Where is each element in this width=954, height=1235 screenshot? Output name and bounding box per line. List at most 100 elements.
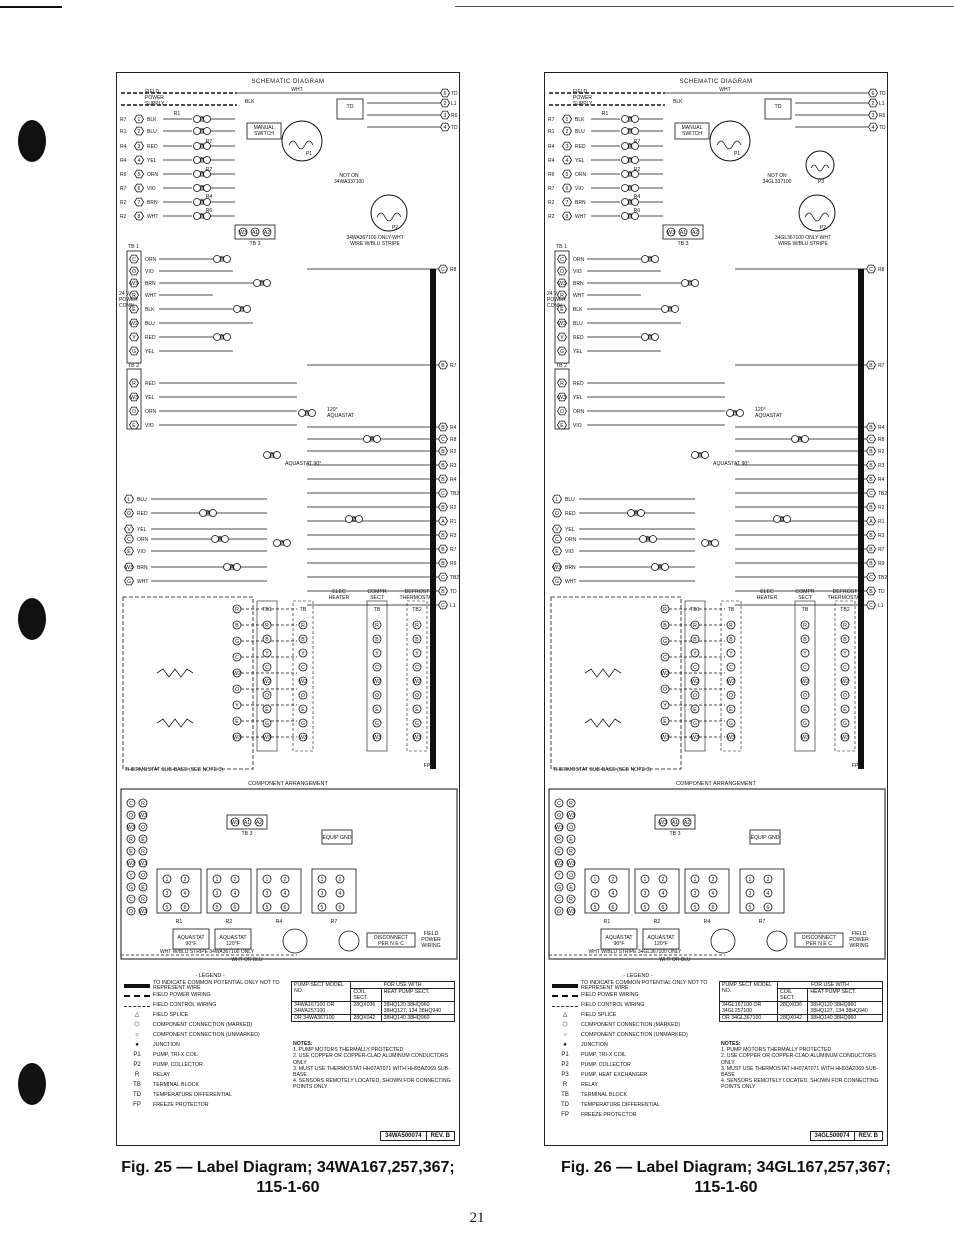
diagram-label: TB1 (690, 607, 700, 613)
diagram-label: ORN (573, 257, 585, 263)
terminal-label: O (415, 693, 419, 699)
terminal-hex (438, 488, 448, 498)
diagram-label: SWITCH (254, 131, 274, 137)
terminal-label: G (555, 579, 559, 585)
diagram-label: ORN (145, 257, 157, 263)
terminal-label: 5 (138, 172, 141, 178)
terminal-hex (438, 264, 448, 274)
diagram-label: TB 3 (250, 241, 261, 247)
terminal-label: W3 (233, 735, 241, 741)
terminal-circle (631, 156, 639, 164)
terminal-hex (562, 197, 572, 207)
terminal-hex (440, 98, 450, 108)
diagram-label: AQUASTAT 90° (285, 461, 321, 467)
terminal-label: B (441, 425, 445, 431)
terminal-circle (193, 212, 201, 220)
terminal-label: 7 (138, 200, 141, 206)
terminal-circle (373, 435, 381, 443)
terminal-hex (868, 98, 878, 108)
terminal-circle (126, 846, 136, 856)
legend-symbol: R (562, 1082, 568, 1089)
terminal-circle (651, 563, 659, 571)
terminal-circle (566, 822, 576, 832)
diagram-label: VIO (575, 186, 584, 192)
diagram-label: BLK (147, 117, 157, 123)
terminal-circle (180, 874, 190, 884)
terminal-circle (193, 198, 201, 206)
terminal-circle (745, 902, 755, 912)
diagram-label: ORN (145, 409, 157, 415)
terminal-label: B (869, 463, 873, 469)
diagram-label: TB2 (450, 491, 459, 497)
aquastat-box (600, 928, 638, 950)
note-item: 3. MUST USE THERMOSTAT HH07AT071 WITH HH… (293, 1065, 450, 1079)
diagram-label: VIO (147, 186, 156, 192)
terminal-circle (658, 817, 668, 827)
terminal-label: C (803, 665, 807, 671)
terminal-circle (138, 834, 148, 844)
terminal-hex (440, 122, 450, 132)
terminal-circle (412, 648, 422, 658)
diagram-label: NOT ON (339, 173, 359, 179)
pump-p1-icon (766, 930, 788, 952)
terminal-label: 3 (266, 891, 269, 897)
terminal-label: W3 (667, 230, 675, 236)
legend-item: TO INDICATE COMMON POTENTIAL ONLY NOT TO… (121, 980, 293, 991)
terminal-label: B (869, 589, 873, 595)
terminal-circle (412, 704, 422, 714)
terminal-label: W3 (691, 735, 699, 741)
terminal-label: B (729, 637, 733, 643)
terminal-circle (193, 156, 201, 164)
terminal-column (292, 600, 314, 752)
terminal-circle (298, 648, 308, 658)
terminal-label: 2 (566, 129, 569, 135)
diagram-label: R6 (548, 172, 555, 178)
terminal-circle (335, 902, 345, 912)
terminal-circle (126, 906, 136, 916)
diagram-label: ORN (137, 537, 149, 543)
terminal-circle (690, 648, 700, 658)
terminal-circle (608, 874, 618, 884)
diagram-label: 120°F (226, 941, 240, 947)
terminal-circle (263, 279, 271, 287)
note-item: 1. PUMP MOTORS THERMALLY PROTECTED (293, 1047, 404, 1054)
legend-symbol (121, 984, 153, 988)
terminal-label: G (557, 885, 561, 891)
notes: NOTES: 1. PUMP MOTORS THERMALLY PROTECTE… (293, 1041, 455, 1091)
terminal-label: W3 (127, 825, 135, 831)
terminal-label: C (869, 437, 873, 443)
diagram-label: ELEC (760, 589, 774, 595)
terminal-label: C (557, 801, 561, 807)
terminal-label: 6 (612, 905, 615, 911)
terminal-circle (566, 834, 576, 844)
diagram-label: RED (573, 335, 584, 341)
diagram-label: WHT (137, 579, 148, 585)
terminal-label: R (141, 897, 145, 903)
terminal-label: 5 (266, 905, 269, 911)
terminal-circle (162, 902, 172, 912)
terminal-label: W2 (263, 679, 271, 685)
terminal-hex (868, 88, 878, 98)
diagram-label: 120°F (654, 941, 668, 947)
component-arrangement-title: COMPONENT ARRANGEMENT (676, 781, 756, 787)
terminal-label: Y (375, 651, 379, 657)
legend-symbol (121, 995, 153, 997)
terminal-hex (438, 530, 448, 540)
terminal-label: B (235, 623, 239, 629)
diagram-label: R4 (206, 194, 213, 200)
terminal-circle (690, 718, 700, 728)
terminal-circle (840, 718, 850, 728)
diagram-label: CONN. (547, 303, 563, 309)
terminal-label: 6 (138, 186, 141, 192)
legend-text: COMPONENT CONNECTION (MARKED) (581, 1022, 681, 1029)
terminal-hex (438, 558, 448, 568)
terminal-circle (840, 662, 850, 672)
table-cell: 38HQ140 38HQ960 (807, 1014, 883, 1022)
terminal-label: B (441, 547, 445, 553)
terminal-label: O (803, 693, 807, 699)
component-arrangement-box (548, 788, 886, 960)
terminal-label: 5 (644, 905, 647, 911)
terminal-circle (126, 834, 136, 844)
